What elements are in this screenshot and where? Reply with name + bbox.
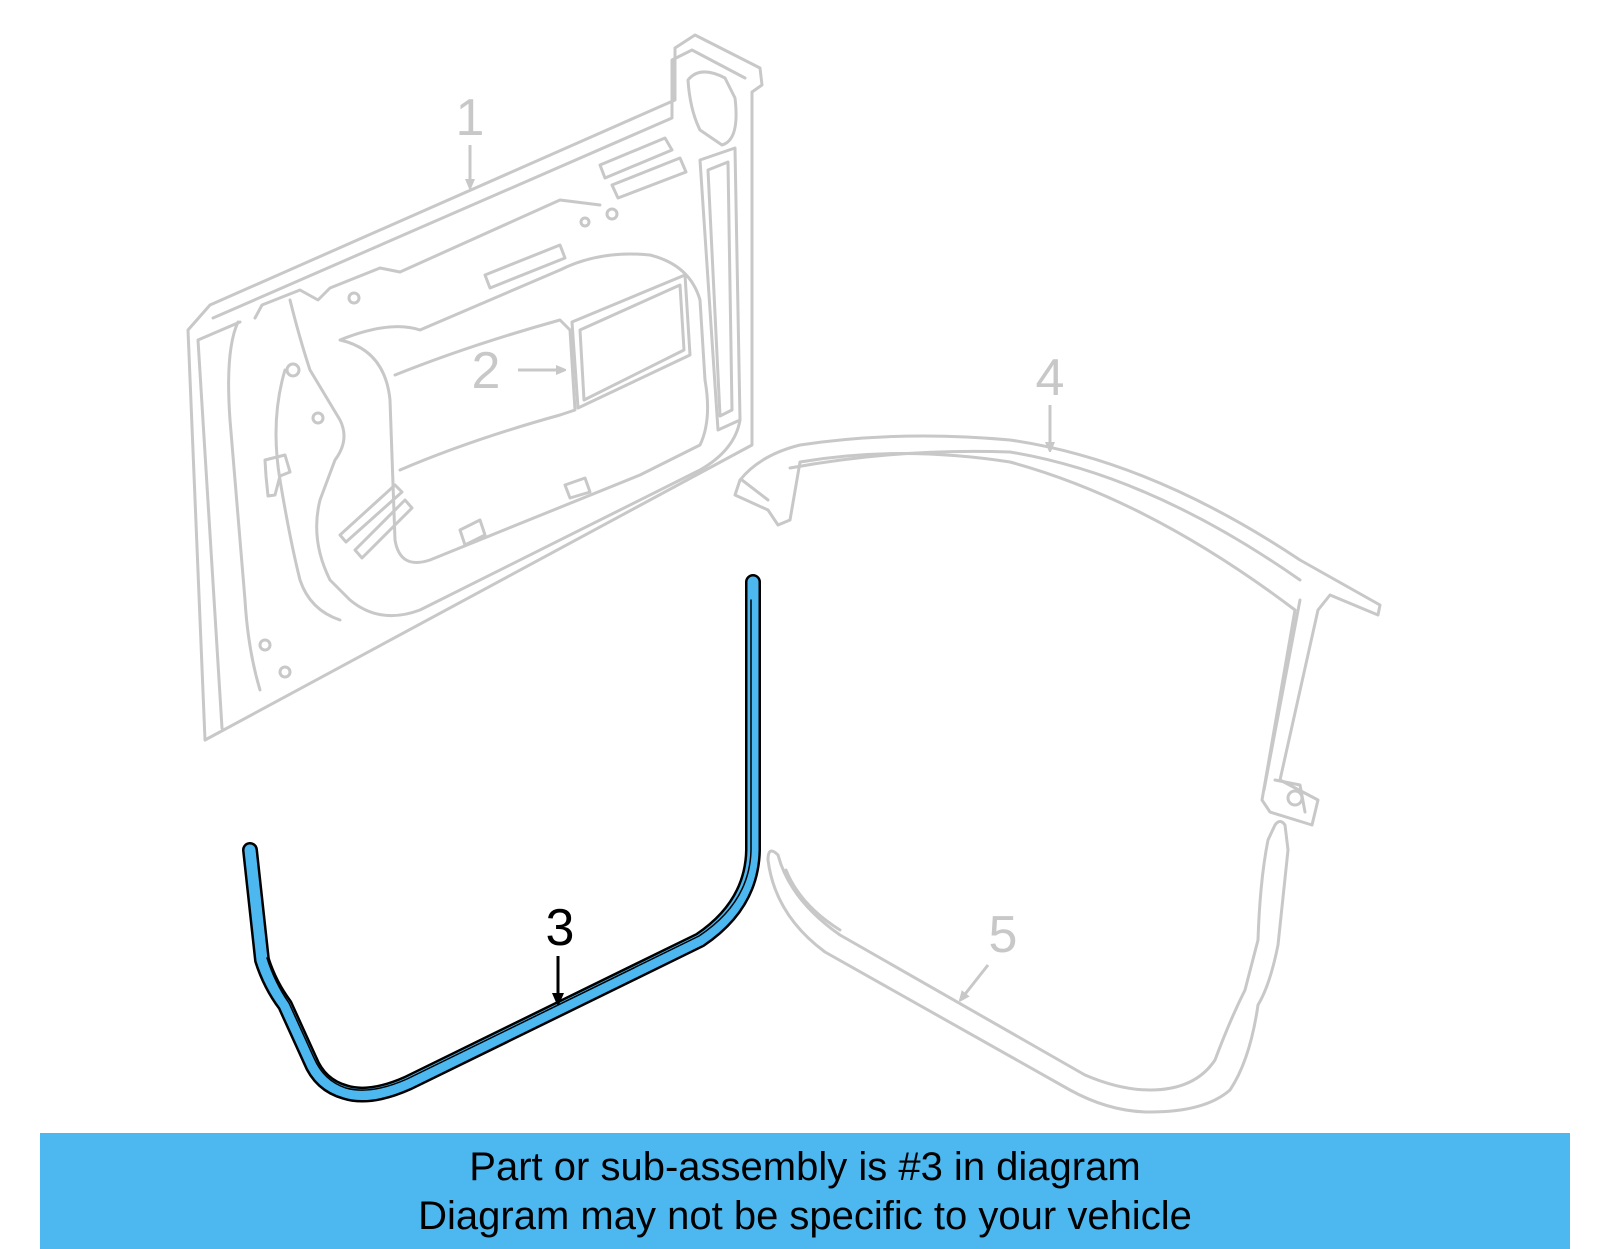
banner-line-part-number: Part or sub-assembly is #3 in diagram: [469, 1145, 1141, 1189]
callout-5: 5: [989, 906, 1018, 964]
door-inner-panel-part-1: [186, 33, 764, 742]
banner-line-disclaimer: Diagram may not be specific to your vehi…: [418, 1194, 1192, 1238]
callout-2: 2: [472, 342, 501, 400]
callout-4: 4: [1036, 349, 1065, 407]
callout-1: 1: [456, 89, 485, 147]
upper-frame-weatherstrip-part-4: [733, 434, 1382, 827]
callout-3: 3: [546, 899, 575, 957]
leader-arrow-5: [962, 964, 990, 998]
door-weatherstrip-part-3: [242, 574, 761, 1103]
body-side-weatherstrip-part-5: [766, 820, 1290, 1114]
info-banner: Part or sub-assembly is #3 in diagram Di…: [40, 1133, 1570, 1249]
